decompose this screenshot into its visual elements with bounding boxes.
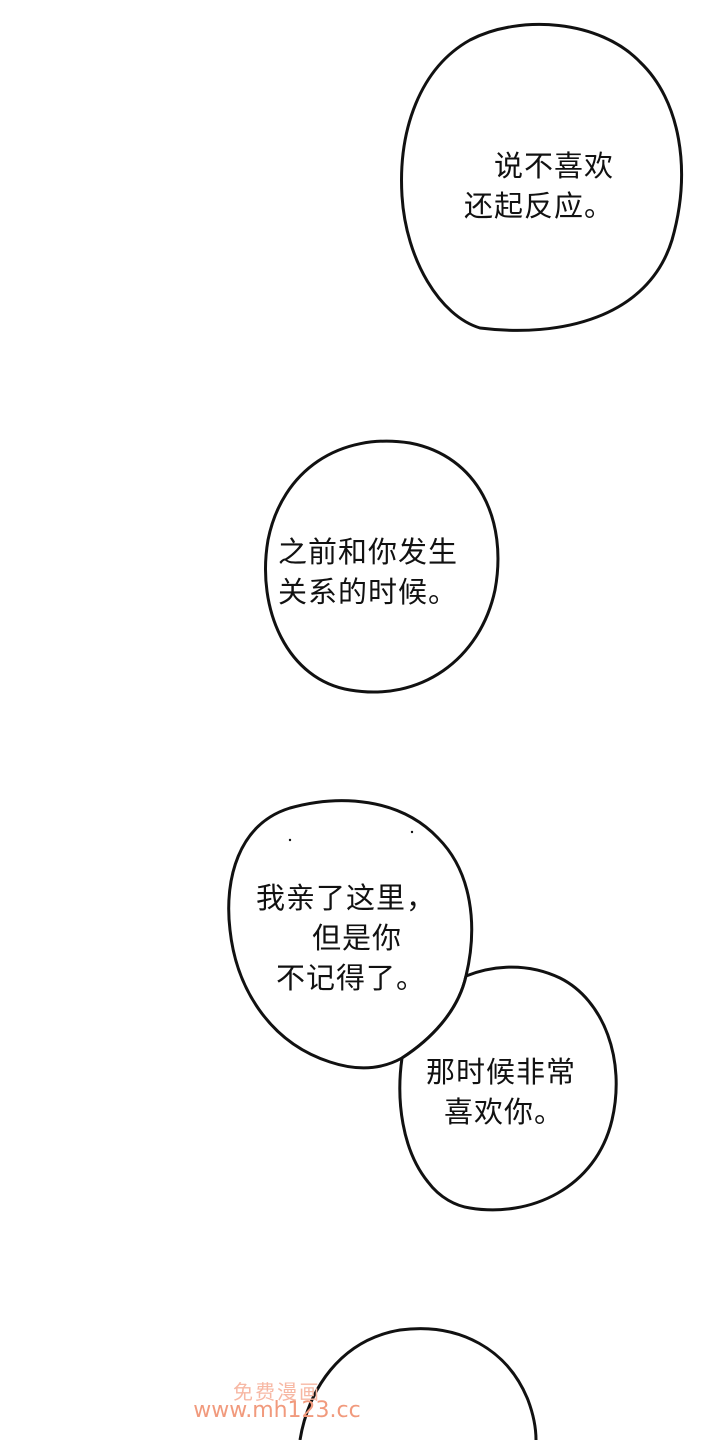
- speech-bubble-1: [400, 23, 683, 332]
- bubble-3-text: 我亲了这里， 但是你 不记得了。: [256, 878, 436, 998]
- bubble-2-line-1: 之前和你发生: [278, 535, 459, 569]
- bubble-4-line-1: 那时候非常: [426, 1055, 577, 1089]
- watermark-title: 免费漫画: [233, 1380, 321, 1404]
- bubble-1-line-2: 还起反应。: [464, 189, 615, 223]
- speech-bubble-5-partial: [298, 1327, 538, 1440]
- bubble-1-text: 说不喜欢 还起反应。: [464, 146, 614, 226]
- bubble-3-line-3: 不记得了。: [276, 961, 427, 995]
- bubble-3-line-2: 但是你: [312, 921, 403, 955]
- bubble-4-line-2: 喜欢你。: [444, 1095, 565, 1129]
- bubble-3-line-1: 我亲了这里，: [256, 881, 437, 915]
- bubble-1-line-1: 说不喜欢: [494, 149, 615, 183]
- bubble-2-line-2: 关系的时候。: [278, 575, 459, 609]
- speech-bubble-2: [264, 439, 500, 694]
- speech-bubble-4: [398, 965, 618, 1212]
- ink-specks: [288, 830, 414, 842]
- bubble-4-text: 那时候非常 喜欢你。: [426, 1052, 576, 1132]
- speech-bubble-3: [227, 799, 474, 1070]
- bubble-2-text: 之前和你发生 关系的时候。: [278, 532, 458, 612]
- watermark-url: www.mh123.cc: [193, 1398, 361, 1423]
